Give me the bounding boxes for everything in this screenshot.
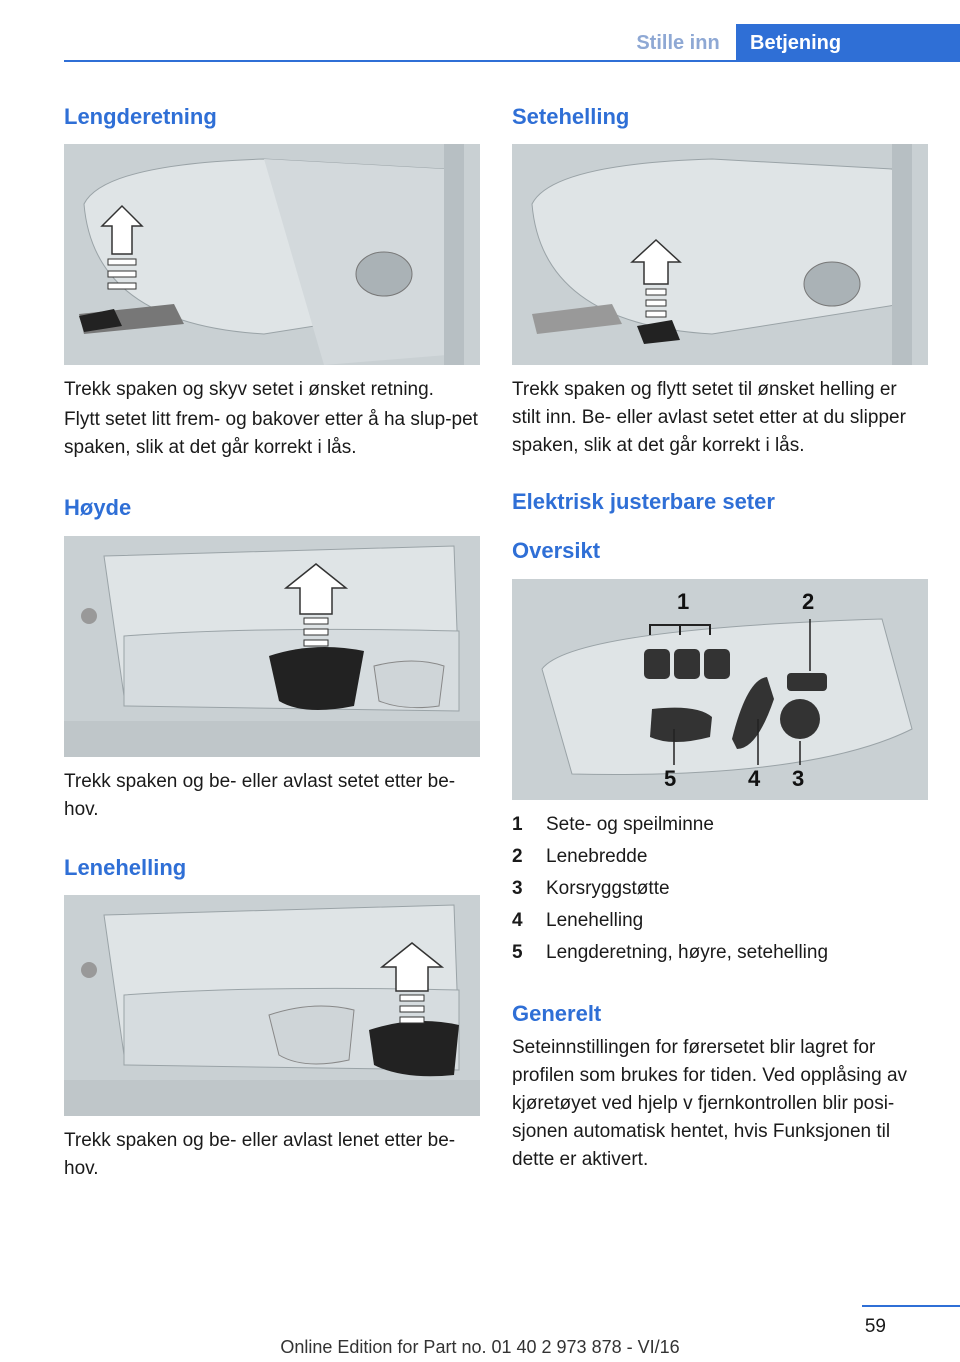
section-title-generelt: Generelt [512,1001,602,1026]
section-title-oversikt: Oversikt [512,538,601,563]
image-seat-backrest [64,895,480,1116]
section-title-lengderetning: Lengderetning [64,104,217,129]
memory-button-m [704,649,730,679]
legend-number: 4 [512,910,523,931]
legend-number: 5 [512,942,523,963]
controls-legend-list: 1 Sete- og speilminne 2 Lenebredde 3 Kor… [512,809,928,969]
footer-edition: Online Edition for Part no. 01 40 2 973 … [280,1337,680,1357]
section-title-hoyde: Høyde [64,495,132,520]
seat-adjust-switch [650,707,712,742]
header-tab-stille-inn[interactable]: Stille inn [636,32,720,54]
legend-number: 1 [512,814,523,835]
paragraph-hoyde: Trekk spaken og be- eller avlast setet e… [64,771,456,820]
legend-text: Lenebredde [546,846,648,867]
legend-number: 2 [512,846,523,867]
arrow-up-icon [100,204,144,255]
paragraph-lengderetning-1: Trekk spaken og skyv setet i ønsket retn… [64,379,434,400]
image-seat-height [64,536,480,757]
legend-item: 3 Korsryggstøtte [512,873,928,905]
legend-item: 5 Lengderetning, høyre, setehelling [512,937,928,969]
memory-button-2 [674,649,700,679]
legend-number: 3 [512,878,523,899]
page-number: 59 [864,1316,886,1337]
legend-item: 4 Lenehelling [512,905,928,937]
memory-button-1 [644,649,670,679]
legend-text: Lenehelling [546,910,644,931]
section-title-elektrisk-justerbare-seter: Elektrisk justerbare seter [512,489,775,514]
paragraph-generelt: Seteinnstillingen for førersetet blir la… [512,1037,908,1170]
callout-4: 4 [748,766,761,791]
callout-2: 2 [802,589,814,614]
legend-text: Lengderetning, høyre, setehelling [546,942,829,963]
legend-item: 1 Sete- og speilminne [512,809,928,841]
legend-item: 2 Lenebredde [512,841,928,873]
image-seat-controls-overview: 1 2 3 4 5 [512,579,928,800]
header-tab-betjening[interactable]: Betjening [736,24,960,62]
arrow-up-icon [630,238,682,285]
legend-text: Sete- og speilminne [546,814,714,835]
paragraph-setehelling: Trekk spaken og flytt setet til ønsket h… [512,379,906,456]
backrest-width-switch [787,673,827,691]
section-title-lenehelling: Lenehelling [64,855,187,880]
legend-text: Korsryggstøtte [546,878,670,899]
callout-1: 1 [677,589,689,614]
callout-5: 5 [664,766,676,791]
arrow-up-icon [283,563,349,615]
arrow-up-icon [379,942,445,992]
header-rule [64,60,960,62]
paragraph-lengderetning-2: Flytt setet litt frem- og bakover etter … [64,409,478,458]
paragraph-lenehelling: Trekk spaken og be- eller avlast lenet e… [64,1130,456,1179]
callout-3: 3 [792,766,804,791]
section-title-setehelling: Setehelling [512,104,630,129]
backrest-tilt-switch [732,677,774,749]
image-seat-tilt [512,144,928,365]
footer-rule [862,1305,960,1307]
image-seat-longitudinal [64,144,480,365]
lumbar-support-dial [780,699,820,739]
